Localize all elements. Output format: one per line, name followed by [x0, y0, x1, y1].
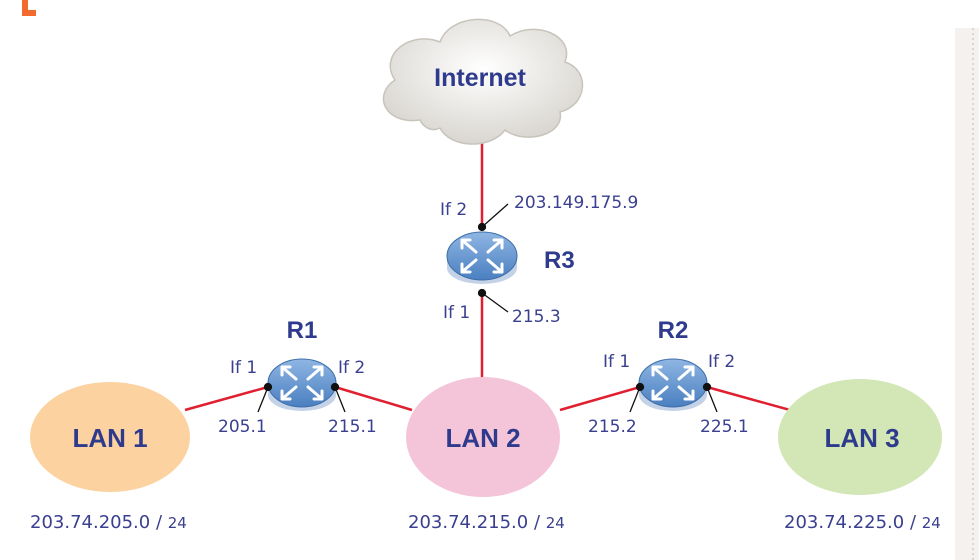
r2-name: R2 [658, 317, 689, 344]
r2-if1-address: 215.2 [588, 417, 637, 437]
lan3-label: LAN 3 [824, 423, 899, 453]
router-r2 [638, 358, 708, 411]
internet-cloud [382, 18, 584, 145]
lan2-network-address: 203.74.215.0 [408, 512, 528, 533]
lan3-prefix: 24 [922, 514, 941, 532]
link-lan1-r1 [184, 385, 269, 412]
lan2-prefix: 24 [546, 514, 565, 532]
lan3-ellipse [778, 379, 942, 495]
lan3-network: 203.74.225.0 / 24 [784, 512, 941, 533]
r3-if2-label: If 2 [440, 200, 467, 220]
lan1-prefix: 24 [168, 514, 187, 532]
lan1-network-address: 203.74.205.0 [30, 512, 150, 533]
r2-if2-address: 225.1 [700, 417, 749, 437]
r3-if2-address: 203.149.175.9 [514, 193, 638, 213]
corner-accent [22, 0, 28, 16]
r3-if1-label: If 1 [443, 303, 470, 323]
r3-if1-address: 215.3 [512, 307, 561, 327]
router-arrows-icon [651, 365, 695, 401]
lan1-ellipse [30, 382, 190, 492]
link-r2-lan3 [706, 385, 791, 412]
r2-if1-label: If 1 [603, 352, 630, 372]
right-margin-strip [955, 28, 979, 560]
lan3-network-address: 203.74.225.0 [784, 512, 904, 533]
r1-name: R1 [287, 317, 318, 344]
link-lan2-r2 [559, 385, 641, 412]
r1-if1-label: If 1 [230, 358, 257, 378]
r1-if1-address: 205.1 [218, 417, 267, 437]
lan2-network: 203.74.215.0 / 24 [408, 512, 565, 533]
r1-if2-address: 215.1 [328, 417, 377, 437]
lan1-network: 203.74.205.0 / 24 [30, 512, 187, 533]
router-arrows-icon [460, 238, 504, 274]
r1-if2-label: If 2 [338, 358, 365, 378]
router-r3 [446, 231, 518, 284]
lan2-label: LAN 2 [445, 423, 520, 453]
lan2-ellipse [406, 377, 560, 497]
r2-if2-label: If 2 [708, 352, 735, 372]
router-r1 [267, 358, 337, 411]
r3-name: R3 [544, 247, 575, 274]
lan1-label: LAN 1 [72, 423, 147, 453]
corner-accent-bar [22, 10, 36, 16]
internet-label: Internet [434, 64, 526, 92]
router-arrows-icon [280, 365, 324, 401]
link-r1-lan2 [334, 385, 413, 412]
interface-markers [257, 203, 718, 413]
